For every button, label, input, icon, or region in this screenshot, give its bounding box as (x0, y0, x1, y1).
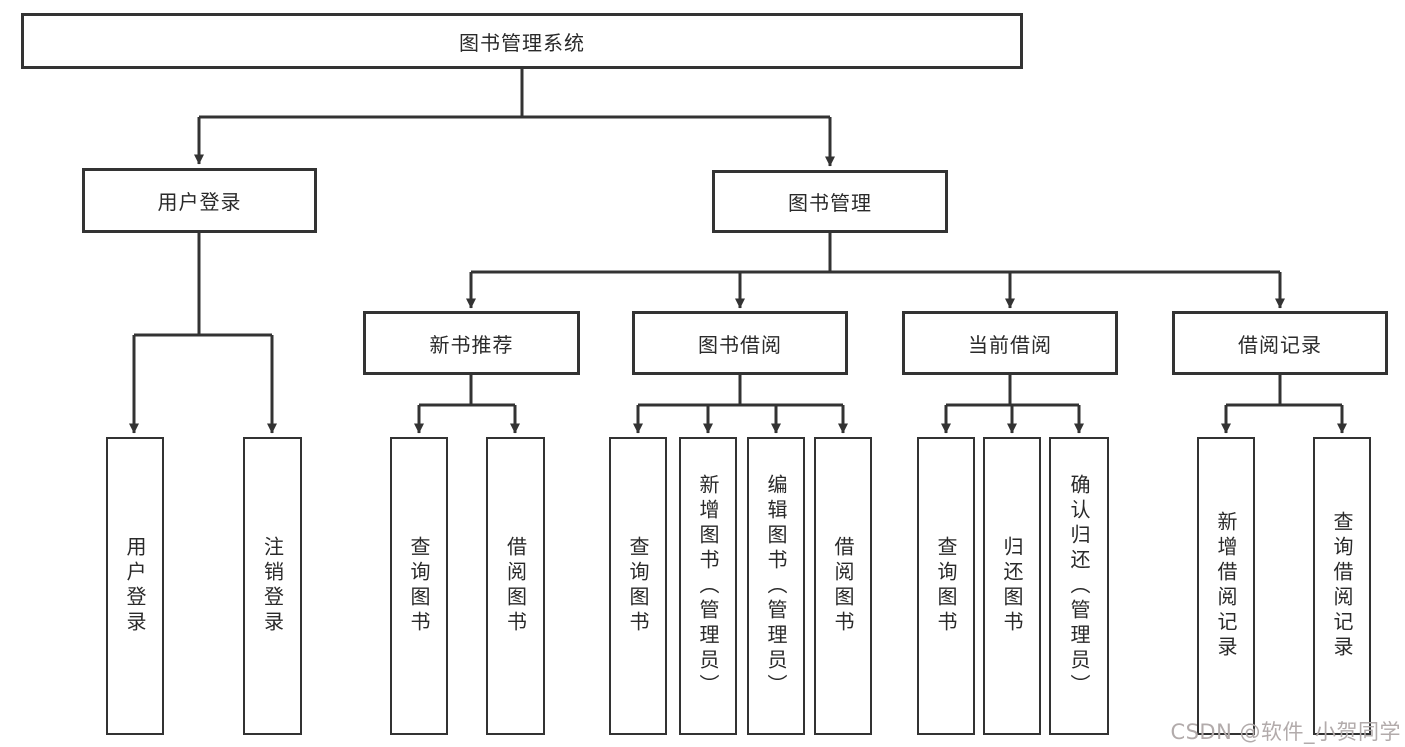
node-user-login: 用户登录 (82, 168, 317, 233)
node-book-borrowing: 图书借阅 (632, 311, 848, 375)
leaf-logout: 注销登录 (243, 437, 302, 735)
connector-book-management-children (466, 233, 1285, 309)
connector-user-login-children (129, 233, 277, 434)
node-label: 确认归还（管理员） (1067, 473, 1091, 699)
node-label: 用户登录 (157, 190, 242, 214)
connector-root-to-level1 (194, 69, 835, 167)
connector-trunk (419, 375, 515, 407)
leaf-confirm-return-admin: 确认归还（管理员） (1049, 437, 1109, 735)
csdn-watermark: CSDN @软件_小贺同学 (1170, 720, 1401, 744)
leaf-query-books: 查询图书 (390, 437, 448, 735)
node-book-management: 图书管理 (712, 170, 948, 233)
node-label: 当前借阅 (968, 332, 1052, 357)
node-label: 编辑图书（管理员） (764, 473, 788, 699)
node-label: 新增图书（管理员） (696, 473, 720, 699)
leaf-borrow-books: 借阅图书 (486, 437, 545, 735)
connector-trunk (134, 233, 272, 337)
node-label: 查询图书 (626, 536, 650, 636)
connector-trunk (199, 69, 830, 119)
node-label: 图书借阅 (698, 332, 782, 357)
node-label: 新书推荐 (429, 332, 514, 357)
node-label: 注销登录 (260, 536, 285, 636)
connector-trunk (638, 375, 843, 407)
leaf-query-books-3: 查询图书 (917, 437, 975, 735)
node-label: 借阅图书 (831, 536, 855, 636)
node-label: 图书管理系统 (459, 30, 585, 55)
connector-trunk (471, 233, 1280, 274)
leaf-query-borrow-record: 查询借阅记录 (1313, 437, 1371, 735)
node-new-book-recommendation: 新书推荐 (363, 311, 580, 375)
node-label: 借阅图书 (503, 536, 528, 636)
leaf-user-login: 用户登录 (106, 437, 164, 735)
node-label: 归还图书 (1000, 536, 1024, 636)
connector-borrowing-records-children (1221, 375, 1347, 434)
leaf-edit-books-admin: 编辑图书（管理员） (747, 437, 805, 735)
node-current-borrowing: 当前借阅 (902, 311, 1118, 375)
leaf-add-borrow-record: 新增借阅记录 (1197, 437, 1255, 735)
connector-trunk (946, 375, 1079, 407)
node-label: 用户登录 (123, 536, 147, 636)
node-label: 新增借阅记录 (1214, 511, 1238, 661)
node-label: 借阅记录 (1238, 332, 1322, 357)
node-label: 图书管理 (788, 191, 872, 215)
leaf-return-books: 归还图书 (983, 437, 1041, 735)
connector-new-book-children (414, 375, 520, 434)
connector-current-borrowing-children (941, 375, 1084, 434)
leaf-query-books-2: 查询图书 (609, 437, 667, 735)
connector-book-borrowing-children (633, 375, 848, 434)
leaf-borrow-books-2: 借阅图书 (814, 437, 872, 735)
node-library-management-system: 图书管理系统 (21, 13, 1023, 69)
leaf-add-books-admin: 新增图书（管理员） (679, 437, 737, 735)
node-label: 查询图书 (934, 536, 958, 636)
node-label: 查询图书 (407, 536, 431, 636)
connector-trunk (1226, 375, 1342, 407)
node-borrowing-records: 借阅记录 (1172, 311, 1388, 375)
node-label: 查询借阅记录 (1330, 511, 1354, 661)
